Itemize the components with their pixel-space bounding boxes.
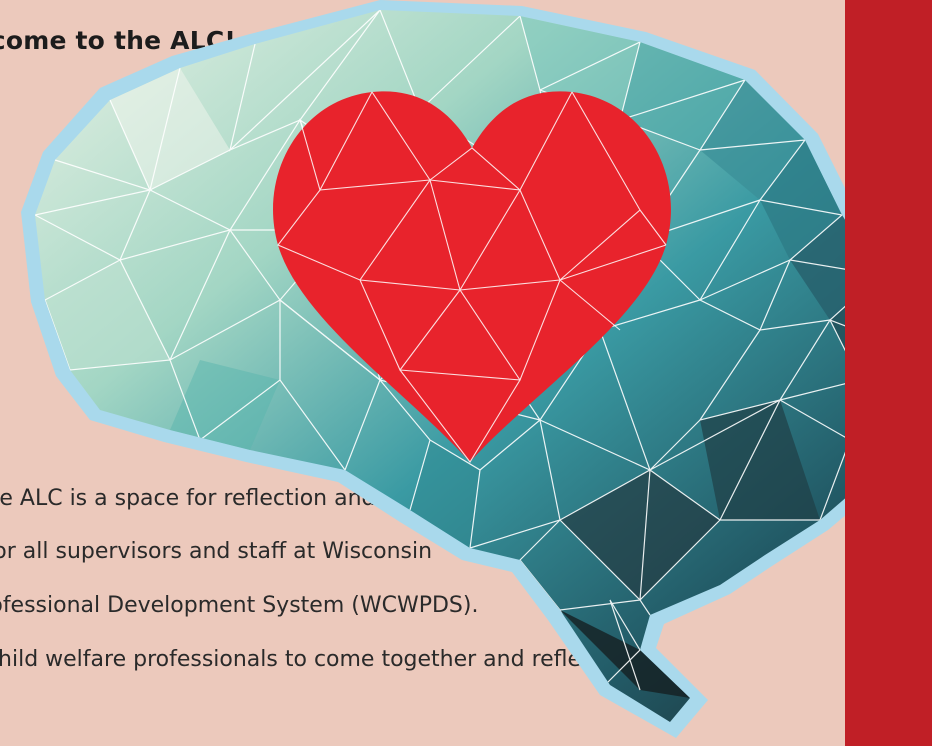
- heart-icon: [273, 91, 671, 463]
- red-sidebar: [845, 0, 932, 746]
- body-text-line-3: Child Welfare Professional Development S…: [0, 593, 479, 618]
- body-text-line-1: The ALC is a space for reflection and: [0, 486, 376, 511]
- body-text-line-2: growth for all supervisors and staff at …: [0, 539, 433, 564]
- body-text-line-4: It is a space for child welfare professi…: [0, 647, 644, 672]
- heart-mesh: [277, 91, 667, 463]
